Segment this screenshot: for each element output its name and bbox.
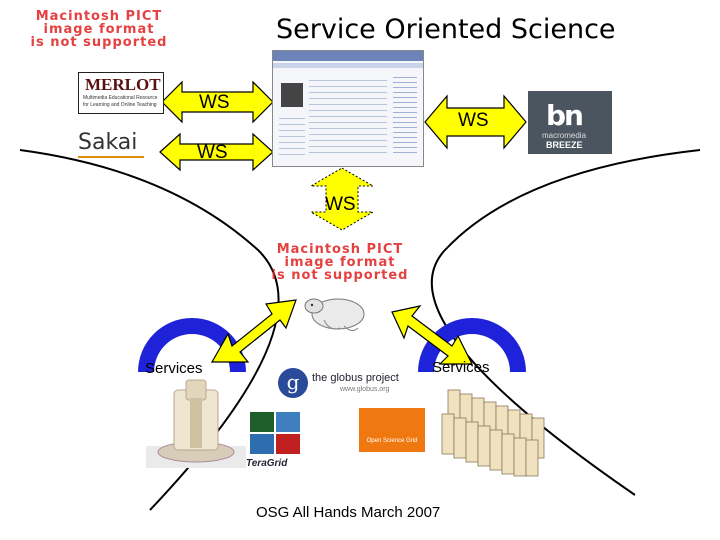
- pict-placeholder-middle: Macintosh PICT image format is not suppo…: [240, 243, 440, 282]
- globus-g-icon: g: [278, 368, 308, 398]
- portal-sidebar: [393, 73, 417, 155]
- server-cluster-image: [441, 389, 545, 477]
- globus-logo: g the globus project www.globus.org: [278, 366, 418, 404]
- merlot-tagline-1: Multimedia Educational Resource: [83, 95, 158, 101]
- breeze-mark-icon: bn: [546, 99, 584, 132]
- pict-line-2: image format: [284, 255, 396, 270]
- portal-header-bar: [273, 51, 423, 61]
- merlot-logo-text: MERLOT: [85, 75, 161, 94]
- services-arrow-left: [210, 299, 297, 363]
- portal-left-links: [279, 113, 305, 157]
- pict-line-3: is not supported: [30, 35, 168, 50]
- ws-label-left-lower: WS: [197, 142, 228, 163]
- services-arc-right: [418, 318, 526, 372]
- osg-name: Open Science Grid: [366, 438, 418, 444]
- ws-label-right: WS: [458, 110, 489, 131]
- pict-line-1: Macintosh PICT: [35, 9, 163, 24]
- globus-url: www.globus.org: [340, 386, 390, 393]
- ws-label-center: WS: [325, 194, 356, 215]
- services-label-right: Services: [432, 359, 490, 376]
- left-boundary-curve: [19, 149, 280, 511]
- teragrid-name: TeraGrid: [246, 458, 288, 469]
- breeze-logo: bn macromedia BREEZE: [528, 91, 612, 154]
- portal-screenshot: [272, 50, 424, 167]
- pict-line-2: image format: [43, 22, 155, 37]
- instrument-image: [146, 379, 246, 468]
- pict-placeholder-top: Macintosh PICT image format is not suppo…: [4, 10, 194, 49]
- sakai-logo-text: Sakai: [78, 130, 138, 155]
- pict-line-1: Macintosh PICT: [276, 242, 404, 257]
- right-boundary-curve: [430, 149, 701, 496]
- ws-label-top: WS: [199, 92, 230, 113]
- slide-title: Service Oriented Science: [276, 14, 616, 45]
- breeze-product: BREEZE: [546, 140, 583, 150]
- teragrid-square-1: [250, 412, 274, 432]
- merlot-tagline-2: for Learning and Online Teaching: [83, 102, 157, 108]
- services-arc-left: [138, 318, 246, 372]
- teragrid-square-3: [250, 434, 274, 454]
- portal-content-block: [309, 75, 387, 153]
- portal-image: [281, 83, 303, 107]
- breeze-brand: macromedia: [542, 131, 587, 140]
- services-arrow-right: [391, 305, 473, 365]
- sakai-logo: Sakai: [78, 130, 154, 160]
- animal-sketch-image: [304, 298, 365, 332]
- teragrid-logo: TeraGrid: [246, 412, 306, 474]
- osg-logo: Open Science Grid: [359, 408, 425, 452]
- teragrid-square-2: [276, 412, 300, 432]
- slide-footer: OSG All Hands March 2007: [256, 504, 441, 521]
- portal-nav-bar: [273, 63, 423, 68]
- ws-arrow-right: [424, 94, 527, 150]
- globus-name: the globus project: [312, 372, 399, 384]
- services-label-left: Services: [145, 360, 203, 377]
- teragrid-square-4: [276, 434, 300, 454]
- sakai-underline: [78, 156, 144, 158]
- pict-line-3: is not supported: [271, 268, 409, 283]
- ws-arrow-center: [309, 167, 375, 231]
- merlot-logo: MERLOT Multimedia Educational Resource f…: [78, 72, 164, 114]
